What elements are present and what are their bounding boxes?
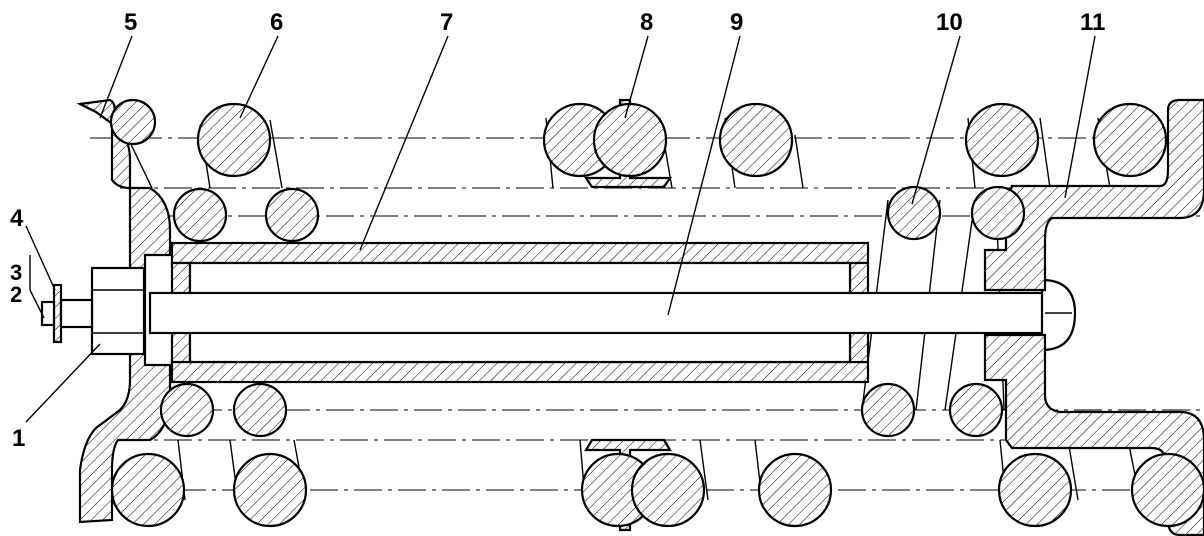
nut bbox=[90, 266, 146, 356]
callout-4: 4 bbox=[10, 205, 24, 232]
callouts: 1 2 3 4 5 6 7 8 9 10 11 bbox=[10, 9, 1105, 452]
callout-6: 6 bbox=[270, 9, 283, 36]
tube bbox=[170, 241, 870, 384]
rod-head-screw bbox=[1040, 278, 1077, 352]
callout-10: 10 bbox=[936, 9, 963, 36]
bolt-shank bbox=[59, 298, 94, 329]
bolt-head bbox=[40, 300, 56, 327]
callout-9: 9 bbox=[730, 9, 743, 36]
spring-wire-sections bbox=[109, 98, 1204, 528]
callout-1: 1 bbox=[12, 425, 25, 452]
right-spring-seat-lower bbox=[983, 333, 1204, 536]
callout-2: 2 bbox=[10, 282, 22, 307]
callout-5: 5 bbox=[124, 9, 137, 36]
left-spring-seat bbox=[76, 98, 172, 524]
rod bbox=[148, 291, 1047, 335]
leader-lines bbox=[25, 35, 1096, 423]
callout-8: 8 bbox=[640, 9, 653, 36]
callout-7: 7 bbox=[440, 9, 453, 36]
callout-11: 11 bbox=[1080, 9, 1105, 36]
callout-3: 3 bbox=[10, 260, 22, 285]
